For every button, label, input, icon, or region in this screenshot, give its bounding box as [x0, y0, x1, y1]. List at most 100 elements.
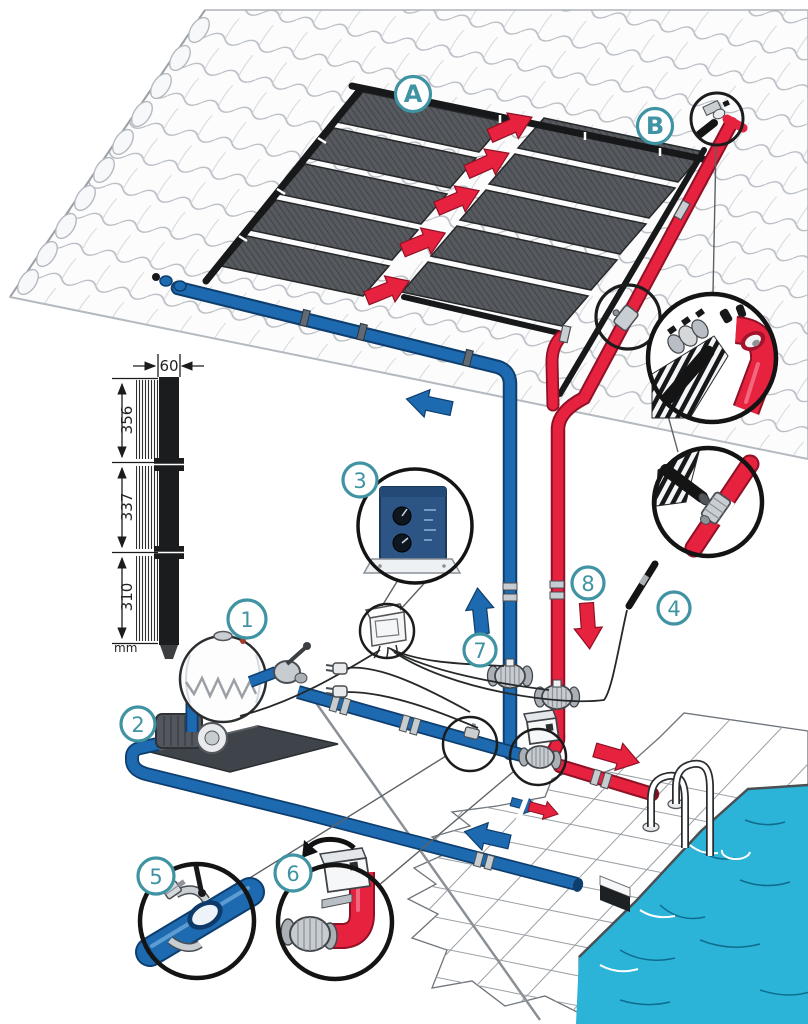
badge-3-label: 3 [353, 469, 366, 493]
dim-seg3-label: 310 [118, 583, 136, 612]
blue-cold-pipe [172, 282, 516, 759]
roof-top-fitting [696, 99, 748, 138]
leader-line [712, 145, 717, 294]
sensor-probe [625, 560, 659, 610]
badge-2-pump: 2 [119, 705, 157, 743]
panel-edge-profile [159, 377, 179, 645]
clamp-ring-band [184, 675, 258, 701]
badge-2-label: 2 [131, 713, 144, 737]
red-riser-fittings [533, 580, 581, 710]
dim-seg2-label: 337 [118, 493, 136, 522]
ladder-rail-front [648, 773, 688, 848]
suction-line [125, 737, 584, 892]
badge-7-cold-riser: 7 [462, 632, 498, 668]
multiport-valve [273, 642, 311, 684]
pipe-union [472, 851, 496, 871]
callout-clamp-detail [651, 445, 765, 559]
sensor-cable [393, 609, 628, 703]
water-splashes [599, 844, 751, 973]
blue-elbow-fitting [173, 280, 187, 292]
wire [346, 666, 471, 713]
control-wiring [239, 647, 550, 729]
waste-hose [312, 699, 542, 1021]
blue-ball-valve [486, 658, 534, 689]
badge-5-saddle: 5 [136, 856, 176, 896]
pipe-union [589, 768, 613, 790]
ladder-rail-back [673, 761, 713, 856]
badge-3-controller: 3 [341, 461, 379, 499]
blue-suction-pipe [126, 738, 302, 818]
flow-sensor-clamp [463, 723, 480, 740]
black-bottom-header-pipe [401, 294, 562, 336]
solar-array-b [400, 117, 706, 327]
badge-8-hot-riser: 8 [570, 565, 606, 601]
callout-saddle-detail [135, 861, 265, 981]
absorber-fins [136, 466, 159, 549]
ground-flow-arrows [460, 586, 644, 857]
black-panel-pipe [661, 345, 715, 405]
dim-unit-label: mm [114, 641, 137, 655]
pipe-union [558, 324, 572, 344]
roof-red-pipe [545, 116, 739, 748]
pipe-union [549, 580, 565, 600]
pool-water [576, 785, 808, 1024]
wire [346, 691, 479, 729]
callout-ring [275, 862, 395, 982]
panel-strip [400, 261, 590, 327]
wire [391, 649, 550, 691]
absorber-fins [136, 556, 159, 641]
panel-strip [487, 153, 677, 219]
badge-6-label: 6 [286, 862, 299, 886]
dim-seg1-label: 356 [118, 406, 136, 435]
power-plug [325, 685, 348, 698]
black-left-header-pipe [202, 86, 364, 285]
callout-ring [651, 445, 765, 559]
controller-unit [364, 603, 407, 660]
pipe-clamps [299, 308, 474, 368]
power-plugs [325, 662, 348, 698]
clamp-scene-ring [441, 715, 499, 773]
roof-ridge-caps [17, 16, 210, 296]
badge-4-label: 4 [667, 597, 680, 621]
black-end-cap [152, 273, 160, 281]
panel-strip [429, 225, 619, 291]
pipe-union [398, 714, 422, 736]
connection-clamp [699, 491, 732, 525]
controller-front-panel [379, 486, 447, 562]
roof-eave-edge [9, 296, 808, 460]
roof-top-fitting-ring [689, 91, 745, 147]
valve-handle [285, 646, 307, 666]
callout-motorvalve-detail [275, 837, 395, 982]
absorber-fins [136, 380, 159, 459]
pressure-line [296, 685, 530, 764]
wire [388, 647, 505, 667]
red-down-arrow [571, 601, 605, 651]
badge-8-label: 8 [581, 572, 594, 596]
tank-lid [213, 630, 233, 642]
clamp-screw-block [162, 879, 186, 900]
badge-7-label: 7 [473, 639, 486, 663]
roof-blue-header-and-riser [152, 273, 518, 761]
leader-line [377, 771, 514, 887]
dim-width-label: 60 [159, 357, 178, 375]
cutout-hole [187, 900, 223, 930]
red-hot-pipe [552, 118, 737, 746]
dimension-drawing: 60 356 337 310 mm [112, 354, 204, 659]
callout-ring [645, 291, 779, 425]
black-right-header-pipe [557, 147, 707, 397]
pool-ladder [642, 759, 714, 856]
callout-ring [137, 861, 257, 981]
badge-6-motorvalve: 6 [273, 853, 313, 893]
blue-riser-fittings [486, 582, 534, 689]
pipe-union [502, 582, 518, 602]
callout-ring [356, 467, 474, 585]
pipe-end-cap [572, 878, 584, 892]
temperature-sensor [393, 560, 659, 703]
badge-b-label: B [646, 112, 664, 140]
roof-mid-clamp-fitting [612, 304, 639, 332]
badge-a-label: A [404, 80, 423, 108]
panel-strip [458, 189, 648, 255]
controller-enclosure-flange [362, 558, 462, 574]
